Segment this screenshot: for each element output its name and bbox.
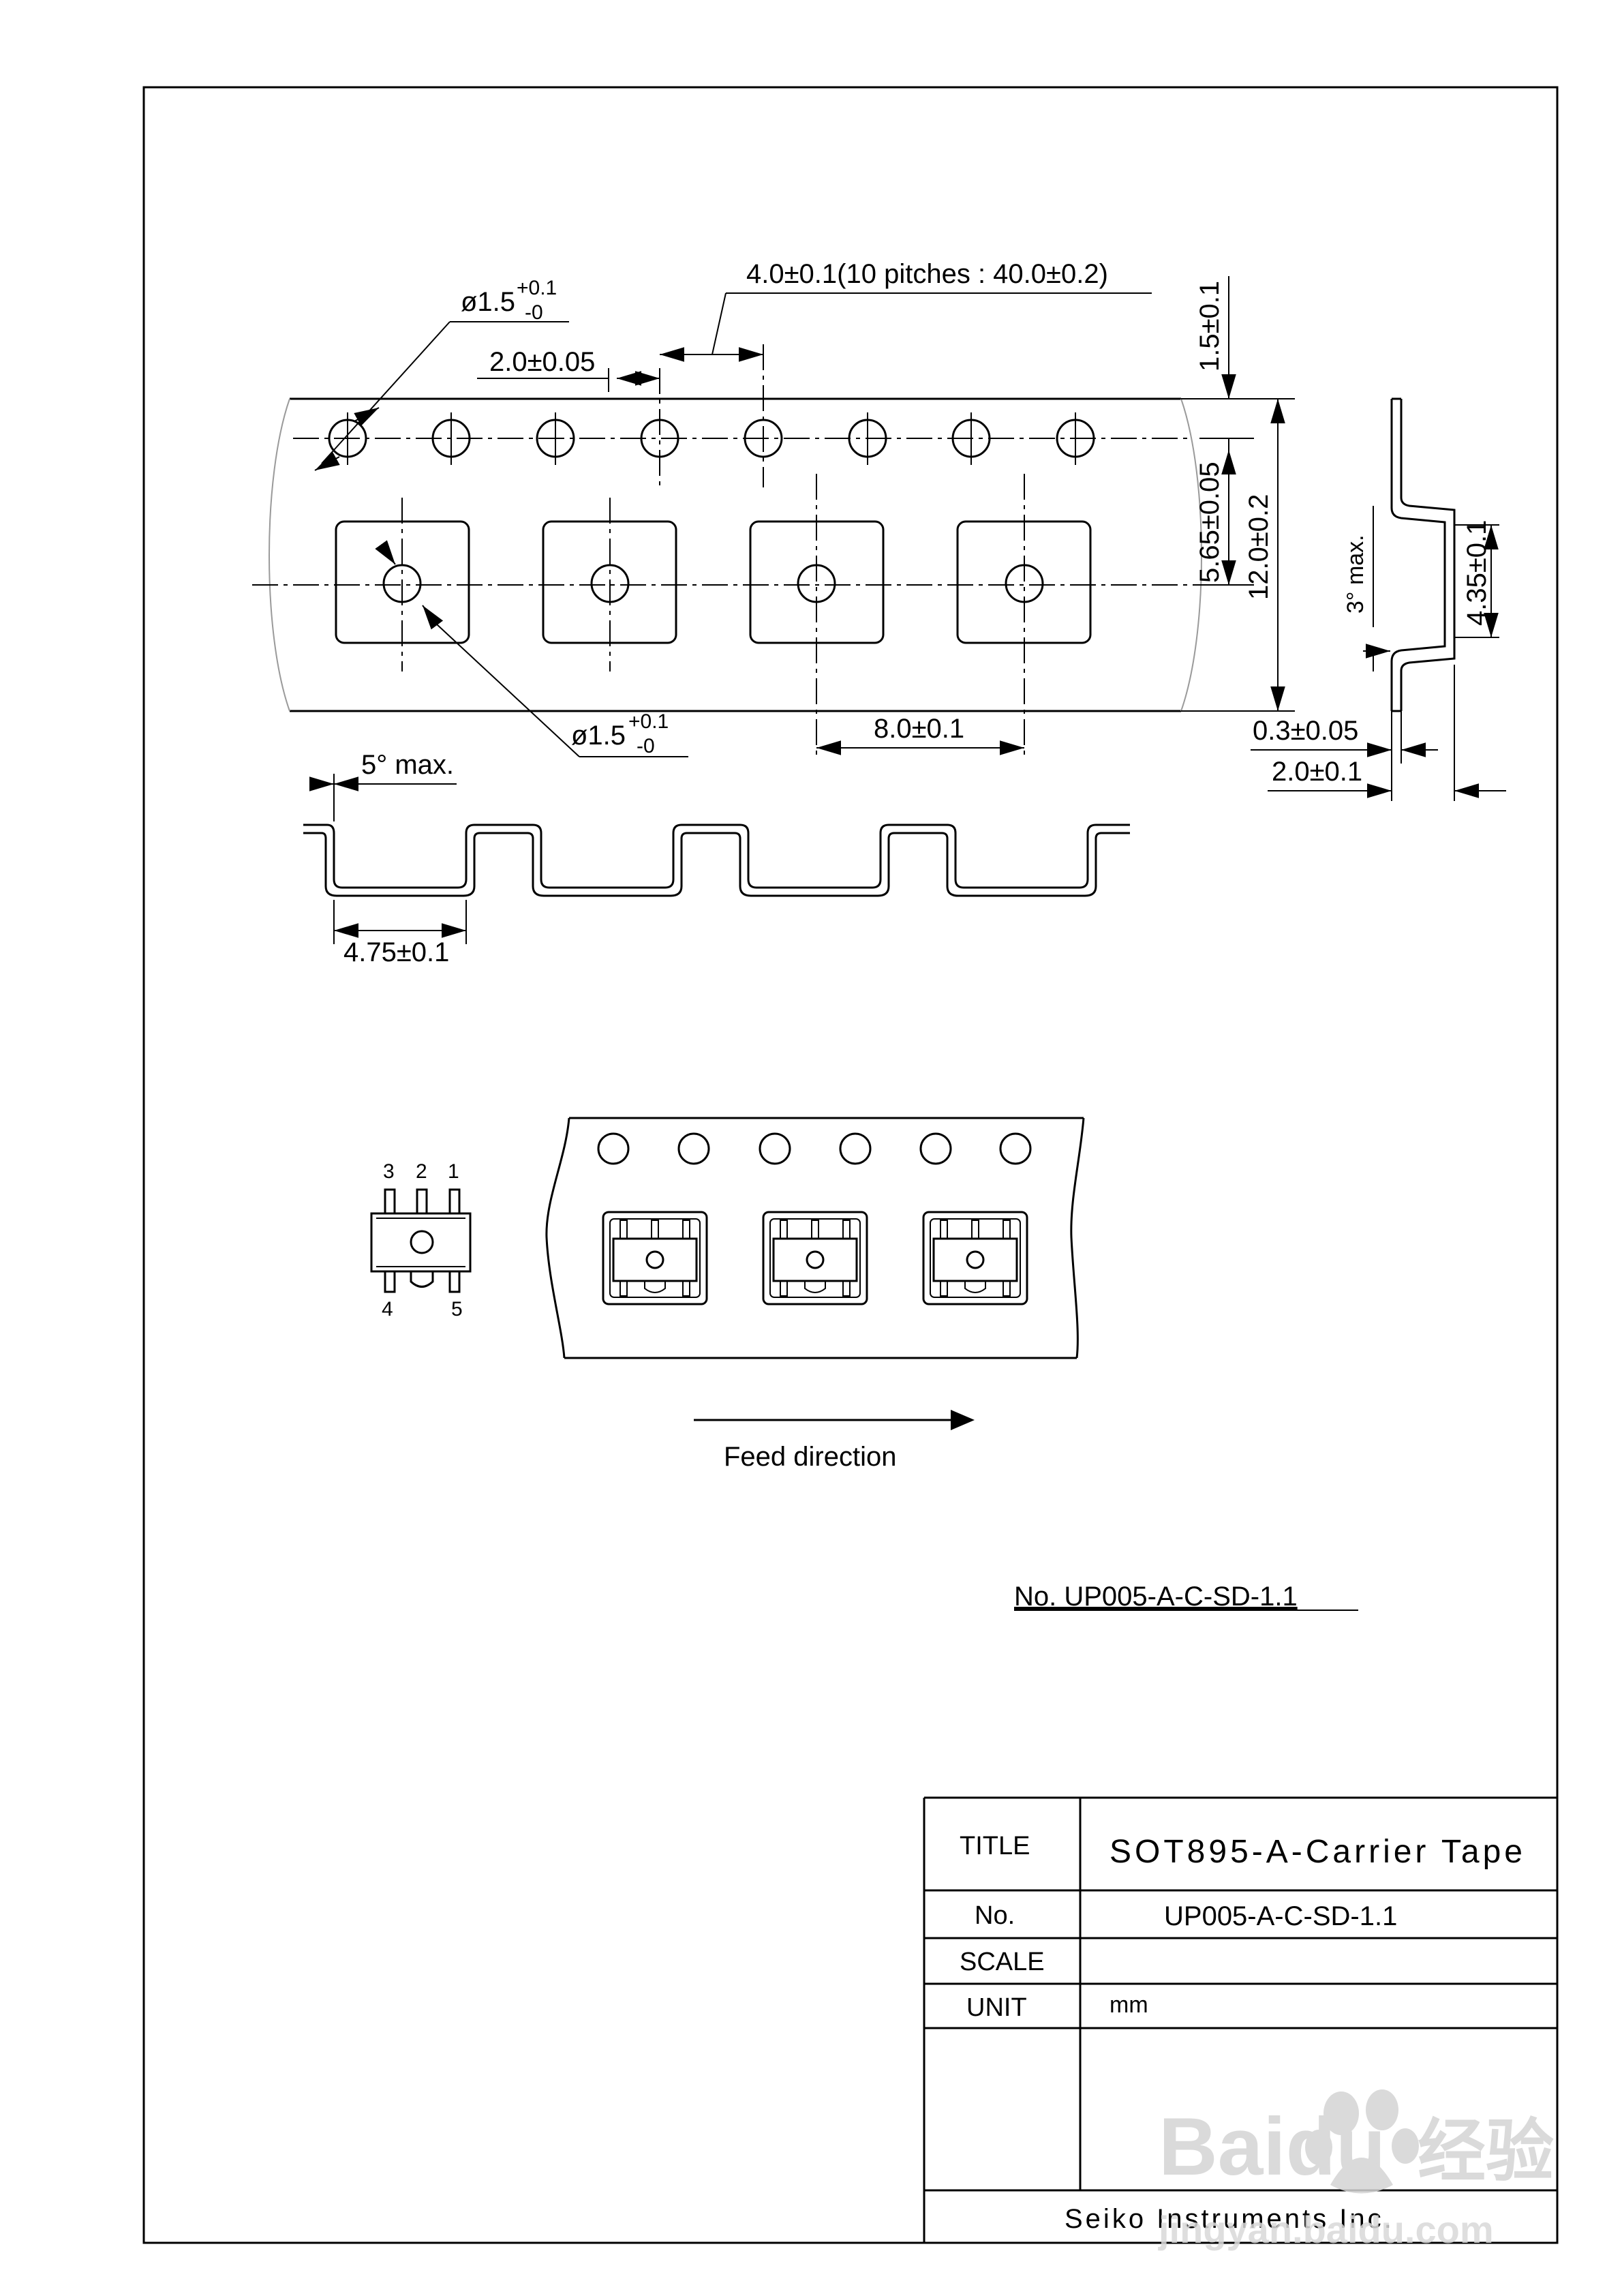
hole-row-to-pocket-text: 5.65±0.05 — [1195, 462, 1225, 583]
dim-pocket-hole: ø1.5 +0.1 -0 — [375, 540, 688, 757]
title-value: SOT895-A-Carrier Tape — [1110, 1834, 1526, 1870]
scale-label: SCALE — [960, 1948, 1045, 1976]
pocket-hole-tol-plus: +0.1 — [628, 710, 669, 733]
title-block: TITLE SOT895-A-Carrier Tape No. UP005-A-… — [923, 1796, 1557, 2243]
dim-hole-offset: 2.0±0.05 — [477, 347, 660, 392]
loaded-tape-view — [545, 1117, 1085, 1359]
feed-direction-label: Feed direction — [724, 1442, 896, 1472]
pocket-depth-text: 4.35±0.1 — [1462, 520, 1492, 626]
draft-angle-side-text: 3° max. — [1343, 534, 1368, 614]
pocket-pitch-text: 8.0±0.1 — [874, 714, 964, 744]
pitch-text: 4.0±0.1(10 pitches : 40.0±0.2) — [746, 259, 1108, 289]
title-label: TITLE — [960, 1832, 1030, 1860]
unit-label: UNIT — [966, 1993, 1027, 2022]
sprocket-holes — [328, 344, 1095, 487]
hole-offset-text: 2.0±0.05 — [489, 347, 595, 377]
tape-top-view — [252, 344, 1220, 760]
paw-icon — [1305, 2089, 1419, 2194]
loaded-pocket-2 — [762, 1211, 868, 1305]
number-label: No. — [975, 1901, 1015, 1930]
hole-diameter-text: ø1.5 — [461, 287, 515, 317]
feed-direction: Feed direction — [694, 1410, 975, 1472]
hole-diameter-tol-minus: -0 — [525, 301, 543, 324]
tape-width-text: 12.0±0.2 — [1244, 494, 1274, 600]
watermark-url: jingyan.baidu.com — [1158, 2208, 1494, 2251]
pin-label-2: 2 — [416, 1160, 427, 1183]
pocket-hole-text: ø1.5 — [571, 721, 626, 751]
dim-right-verticals: 1.5±0.1 5.65±0.05 12.0±0.2 — [1181, 276, 1295, 712]
dim-pitch: 4.0±0.1(10 pitches : 40.0±0.2) — [660, 259, 1152, 362]
tape-thickness-text: 0.3±0.05 — [1253, 716, 1358, 746]
pockets — [335, 474, 1092, 760]
unit-value: mm — [1110, 1992, 1148, 2018]
loaded-sprocket-holes — [597, 1132, 1032, 1165]
baidu-watermark: Baidu 经验 jingyan.baidu.com — [1158, 2089, 1554, 2251]
edge-to-hole-text: 1.5±0.1 — [1195, 281, 1225, 372]
dim-hole-diameter: ø1.5 +0.1 -0 — [314, 277, 569, 471]
arrow-right-icon — [951, 1410, 975, 1430]
draft-angle-bottom-text: 5° max. — [361, 750, 454, 780]
number-value: UP005-A-C-SD-1.1 — [1164, 1901, 1397, 1931]
company-name: Seiko Instruments Inc. — [1065, 2204, 1394, 2234]
loaded-pocket-1 — [602, 1211, 708, 1305]
hole-diameter-tol-plus: +0.1 — [517, 277, 557, 299]
pocket-side-width-text: 2.0±0.1 — [1272, 757, 1362, 787]
pin-label-5: 5 — [451, 1298, 463, 1320]
drawing-number: No. UP005-A-C-SD-1.1 — [1014, 1582, 1298, 1612]
tape-cross-section: 5° max. 4.75±0.1 — [303, 750, 1130, 967]
drawing-frame — [142, 86, 1559, 2244]
tape-side-section: 3° max. 4.35±0.1 0.3±0.05 2.0±0.1 — [1251, 397, 1506, 801]
watermark-brand-cn: 经验 — [1418, 2113, 1554, 2190]
loaded-pocket-3 — [922, 1211, 1028, 1305]
dim-pocket-pitch: 8.0±0.1 — [816, 714, 1024, 755]
component-outline: 3 2 1 4 5 — [370, 1160, 472, 1320]
pin-label-4: 4 — [382, 1298, 393, 1320]
pin-label-1: 1 — [448, 1160, 459, 1183]
pin-label-3: 3 — [383, 1160, 395, 1183]
pocket-width-text: 4.75±0.1 — [343, 937, 449, 967]
pocket-hole-tol-minus: -0 — [637, 735, 655, 757]
